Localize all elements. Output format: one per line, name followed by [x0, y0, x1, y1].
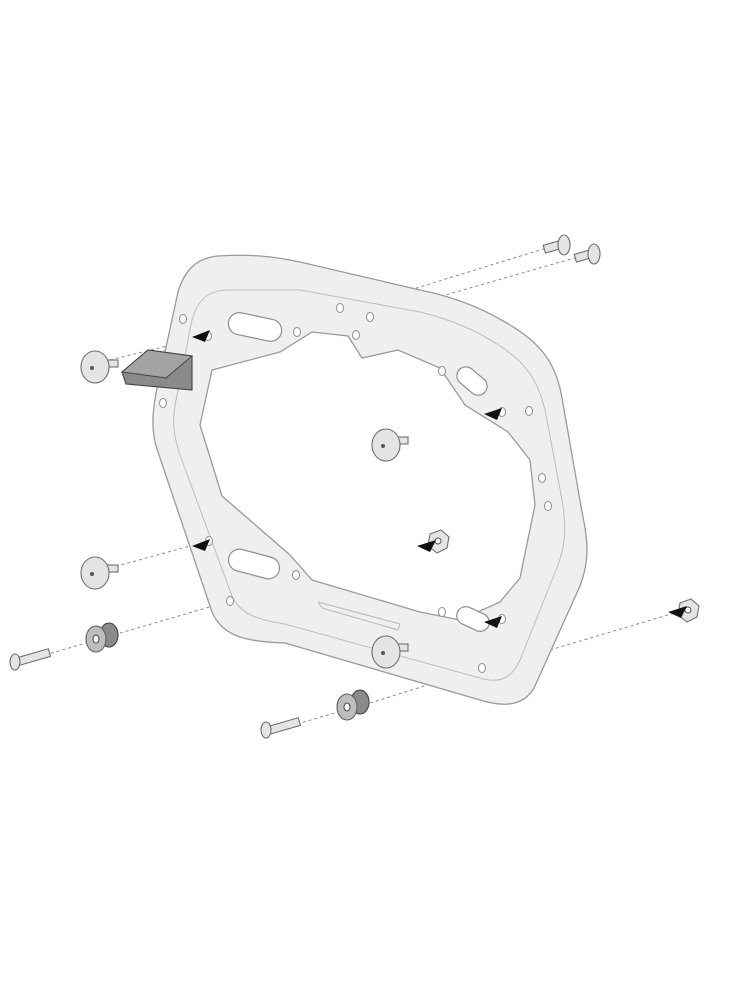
- frame-rim: [173, 289, 566, 681]
- assembly-line: [44, 600, 231, 656]
- spacer-left: [85, 622, 119, 653]
- arrow-icon: [668, 606, 687, 618]
- frame-hole: [544, 501, 552, 511]
- arrow-icon: [484, 408, 502, 420]
- frame-slot: [456, 366, 488, 396]
- wedge-block: [120, 349, 194, 391]
- side-carrier-frame: [152, 254, 588, 705]
- knob-bottom-center: [371, 635, 409, 669]
- frame-hole: [538, 473, 546, 483]
- frame-hole: [159, 398, 167, 408]
- bolt-left: [9, 648, 52, 671]
- frame-hole: [226, 596, 234, 606]
- assembly-line: [549, 608, 689, 651]
- frame-slot: [227, 312, 283, 342]
- assembly-line: [296, 709, 346, 725]
- frame-hole: [525, 406, 533, 416]
- arrow-icon: [192, 330, 210, 342]
- knob-mid-left: [80, 556, 119, 590]
- bolt-bottom: [260, 717, 302, 739]
- frame-hole: [336, 303, 344, 313]
- frame-hole: [179, 314, 187, 324]
- screw-top-1: [542, 234, 571, 256]
- assembly-line: [409, 245, 554, 291]
- brand-emboss: [317, 601, 401, 631]
- arrow-icon: [417, 540, 436, 552]
- arrow-icon: [484, 616, 502, 628]
- assembly-line: [434, 254, 586, 299]
- frame-hole: [292, 570, 300, 580]
- screw-top-2: [573, 243, 601, 265]
- frame-hole: [438, 607, 446, 617]
- knob-center: [371, 428, 409, 462]
- frame-hole: [366, 312, 374, 322]
- frame-hole: [438, 366, 446, 376]
- spacer-bottom: [336, 689, 370, 721]
- knob-top-left: [80, 350, 119, 384]
- frame-slot: [227, 548, 281, 580]
- frame-hole: [293, 327, 301, 337]
- frame-hole: [478, 663, 486, 673]
- frame-hole: [352, 330, 360, 340]
- arrow-icon: [192, 539, 210, 551]
- frame-slot: [456, 606, 490, 632]
- direction-arrows: [192, 330, 687, 628]
- frame-window: [199, 331, 536, 621]
